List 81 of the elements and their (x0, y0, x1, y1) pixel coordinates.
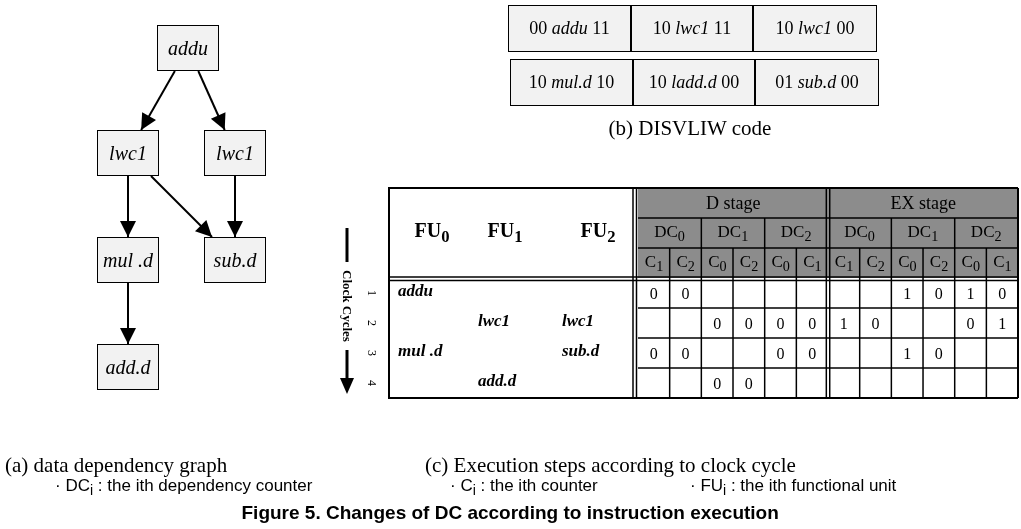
row-number: 4 (366, 380, 378, 386)
column-header: DC$_{0}$ (654, 222, 685, 244)
instruction-code: 10 lwc1 11 (631, 5, 753, 52)
counter-value: 0 (681, 286, 690, 302)
column-header: FU$_{1}$ (487, 220, 523, 246)
counter-value: 0 (744, 316, 753, 332)
column-header: C$_{1}$ (834, 252, 854, 274)
column-header: EX stage (890, 194, 956, 212)
instruction-code: 00 addu 11 (508, 5, 631, 52)
counter-value: 0 (713, 316, 722, 332)
counter-value: 0 (681, 346, 690, 362)
figure-subcaption: (b) DISVLIW code (608, 117, 772, 139)
instruction-node: lwc1 (97, 130, 159, 176)
column-header: C$_{2}$ (866, 252, 885, 274)
footnote: · C$_{i}$ : the ith counter (450, 476, 598, 498)
column-header: DC$_{0}$ (844, 222, 875, 244)
instruction-node: mul .d (97, 237, 159, 283)
column-header: D stage (706, 194, 761, 212)
counter-value: 0 (966, 316, 975, 332)
counter-value: 0 (776, 316, 785, 332)
counter-value: 0 (934, 346, 943, 362)
counter-value: 1 (903, 286, 912, 302)
arrow (150, 175, 213, 238)
column-header: C$_{2}$ (739, 252, 759, 274)
column-header: C$_{2}$ (929, 252, 949, 274)
instruction-node: addu (157, 25, 219, 71)
counter-value: 0 (649, 346, 658, 362)
footnote: · FU$_{i}$ : the ith functional unit (690, 476, 897, 498)
column-header: DC$_{2}$ (970, 222, 1002, 244)
arrow (227, 175, 243, 238)
counter-value: 0 (649, 286, 658, 302)
column-header: C$_{0}$ (961, 252, 980, 274)
figure-subcaption: (a) data dependency graph (5, 454, 228, 476)
instruction-name: lwc1 (478, 311, 511, 329)
column-header: DC$_{1}$ (907, 222, 939, 244)
arrow (120, 282, 136, 345)
arrow (140, 70, 176, 131)
row-number: 3 (366, 350, 378, 356)
column-header: C$_{2}$ (676, 252, 695, 274)
instruction-name: addu (398, 281, 433, 299)
footnote: · DC$_{i}$ : the ith dependency counter (55, 476, 313, 498)
instruction-name: add.d (478, 371, 517, 389)
column-header: DC$_{2}$ (780, 222, 812, 244)
column-header: C$_{1}$ (993, 252, 1012, 274)
counter-value: 0 (934, 286, 943, 302)
counter-value: 1 (903, 346, 912, 362)
axis-label: Clock Cycles (340, 270, 354, 342)
instruction-code: 10 mul.d 10 (510, 59, 633, 106)
instruction-node: sub.d (204, 237, 266, 283)
counter-value: 0 (744, 376, 753, 392)
instruction-name: sub.d (562, 341, 600, 359)
row-number: 1 (366, 290, 378, 296)
column-header: C$_{0}$ (708, 252, 727, 274)
counter-value: 0 (871, 316, 880, 332)
instruction-code: 01 sub.d 00 (755, 59, 879, 106)
counter-value: 0 (713, 376, 722, 392)
row-number: 2 (366, 320, 378, 326)
arrow (197, 70, 226, 131)
column-header: DC$_{1}$ (717, 222, 749, 244)
figure-caption: Figure 5. Changes of DC according to instruction execution (241, 503, 779, 522)
column-header: C$_{1}$ (644, 252, 664, 274)
instruction-node: lwc1 (204, 130, 266, 176)
instruction-name: lwc1 (562, 311, 595, 329)
counter-value: 0 (808, 316, 817, 332)
arrow (120, 175, 136, 238)
column-header: FU$_{2}$ (580, 220, 616, 246)
column-header: FU$_{0}$ (414, 220, 450, 246)
counter-value: 1 (839, 316, 848, 332)
counter-value: 1 (966, 286, 975, 302)
instruction-code: 10 ladd.d 00 (633, 59, 755, 106)
counter-value: 0 (998, 286, 1007, 302)
column-header: C$_{0}$ (771, 252, 790, 274)
counter-value: 1 (998, 316, 1007, 332)
counter-value: 0 (808, 346, 817, 362)
counter-value: 0 (776, 346, 785, 362)
column-header: C$_{1}$ (803, 252, 822, 274)
instruction-code: 10 lwc1 00 (753, 5, 877, 52)
instruction-node: add.d (97, 344, 159, 390)
figure-subcaption: (c) Execution steps according to clock cycle (425, 454, 796, 476)
instruction-name: mul .d (398, 341, 443, 359)
column-header: C$_{0}$ (898, 252, 917, 274)
